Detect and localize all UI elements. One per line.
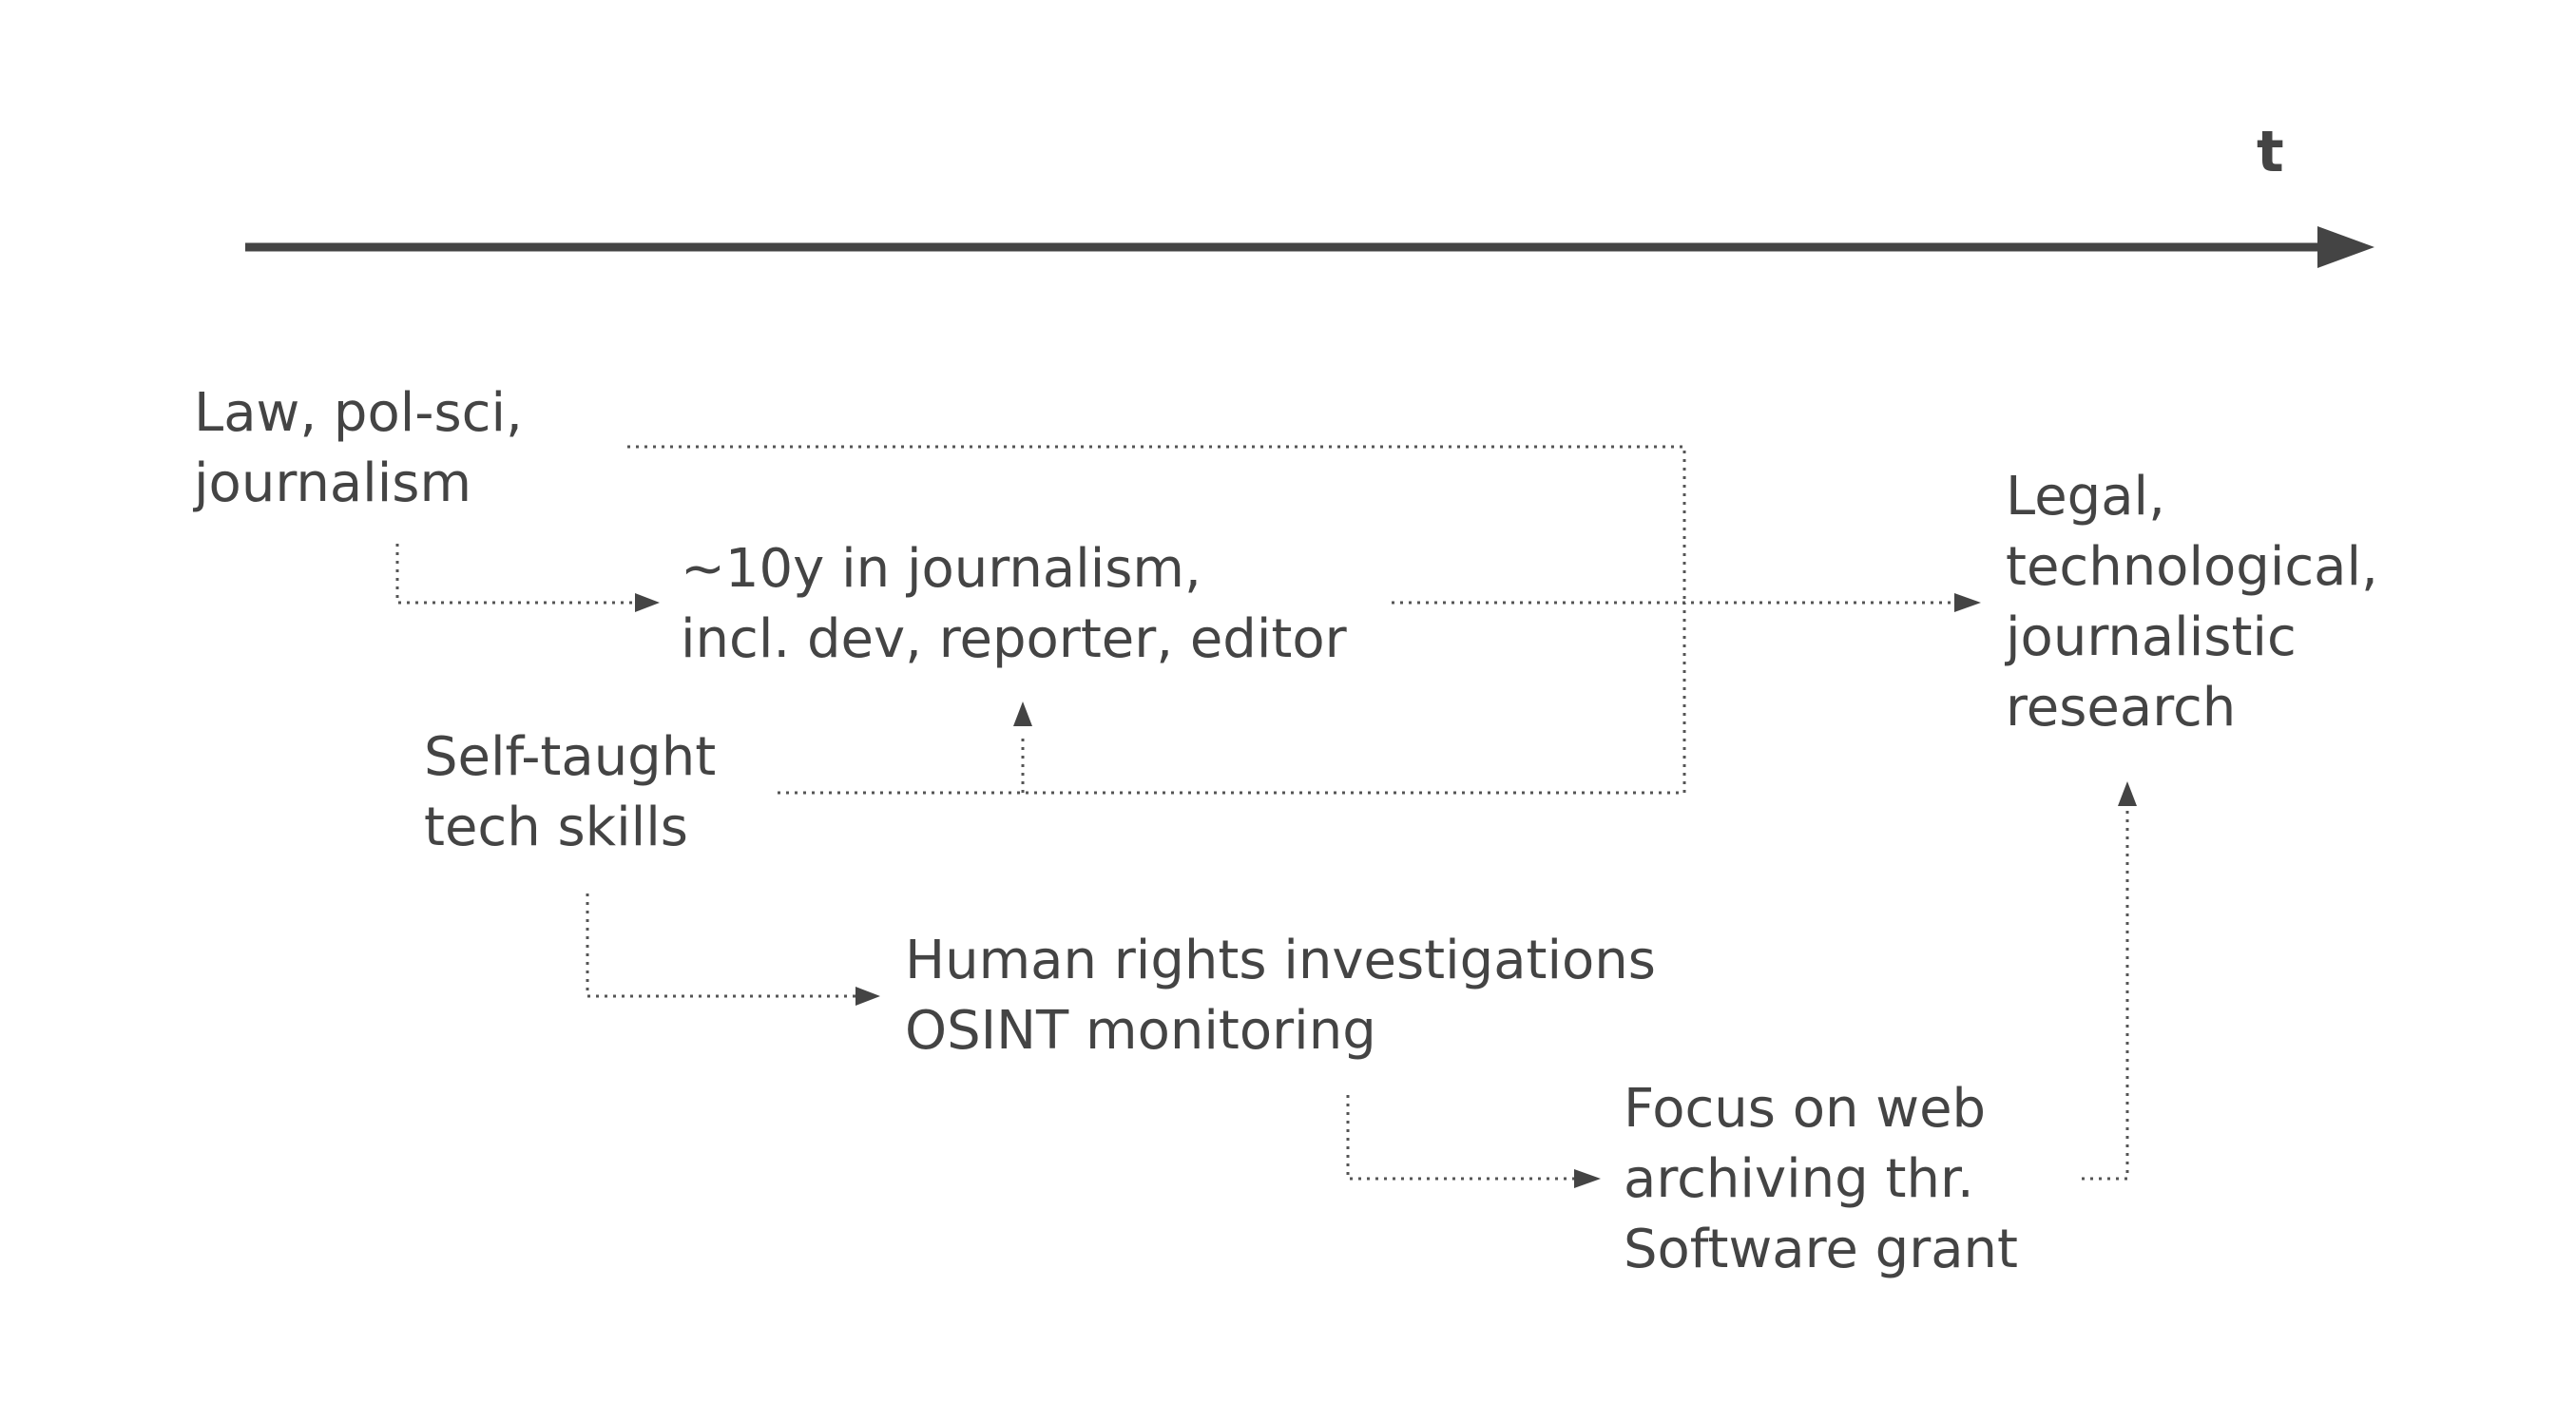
connector-education-to-journalism bbox=[395, 544, 635, 605]
node-tech-skills-line-1: Self-taught bbox=[424, 726, 717, 788]
node-research: Legal, technological, journalistic resea… bbox=[2006, 462, 2378, 743]
node-research-line-4: research bbox=[2006, 677, 2237, 739]
node-education: Law, pol-sci, journalism bbox=[194, 378, 523, 519]
connector-tech-skills-to-research bbox=[778, 603, 1686, 795]
connector-tech-skills-to-human-rights bbox=[586, 894, 855, 998]
node-research-line-3: journalistic bbox=[2006, 606, 2297, 668]
node-web-archiving-line-2: archiving thr. bbox=[1624, 1148, 1974, 1210]
arrowhead-human-rights bbox=[855, 987, 880, 1006]
node-tech-skills: Self-taught tech skills bbox=[424, 722, 716, 863]
node-journalism-line-1: ~10y in journalism, bbox=[681, 538, 1201, 600]
arrowhead-journalism bbox=[635, 593, 660, 612]
connector-education-to-research bbox=[627, 445, 1686, 603]
arrowhead-research-left bbox=[1954, 593, 1981, 612]
node-education-line-2: journalism bbox=[194, 452, 472, 514]
node-education-line-1: Law, pol-sci, bbox=[194, 382, 523, 444]
connector-human-rights-to-web-archiving bbox=[1346, 1095, 1574, 1181]
time-axis-arrowhead bbox=[2317, 226, 2374, 268]
node-human-rights-line-2: OSINT monitoring bbox=[905, 1000, 1376, 1062]
node-journalism-line-2: incl. dev, reporter, editor bbox=[681, 608, 1347, 670]
node-human-rights: Human rights investigations OSINT monito… bbox=[905, 926, 1656, 1066]
arrowhead-web-archiving bbox=[1574, 1169, 1601, 1188]
node-research-line-2: technological, bbox=[2006, 536, 2378, 598]
node-tech-skills-line-2: tech skills bbox=[424, 797, 688, 858]
node-web-archiving-line-3: Software grant bbox=[1624, 1219, 2018, 1280]
arrowhead-research-bottom bbox=[2118, 781, 2137, 806]
node-research-line-1: Legal, bbox=[2006, 466, 2165, 528]
arrowhead-journalism-from-below bbox=[1013, 701, 1032, 726]
node-web-archiving: Focus on web archiving thr. Software gra… bbox=[1624, 1074, 2018, 1285]
connector-web-archiving-to-research bbox=[2082, 806, 2129, 1181]
node-human-rights-line-1: Human rights investigations bbox=[905, 930, 1656, 991]
node-web-archiving-line-1: Focus on web bbox=[1624, 1078, 1987, 1140]
time-axis-label: t bbox=[2257, 119, 2284, 185]
node-journalism: ~10y in journalism, incl. dev, reporter,… bbox=[681, 534, 1347, 675]
